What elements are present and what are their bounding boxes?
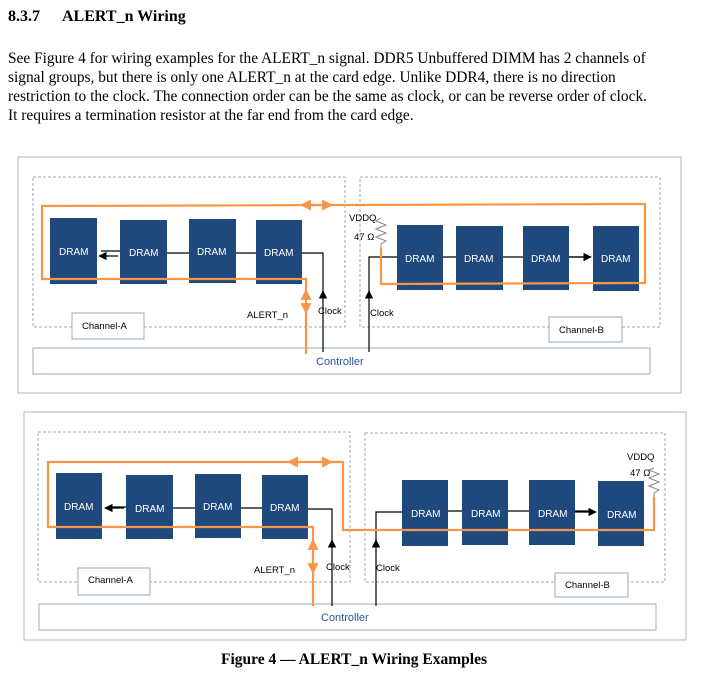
dram-label: DRAM <box>197 247 226 258</box>
channel-b-boundary <box>364 432 666 583</box>
dram-chip <box>529 480 575 545</box>
channel-a-label-box <box>71 312 145 340</box>
clock-wire-a-chain <box>107 506 333 541</box>
channel-b-label: Channel-B <box>565 580 610 591</box>
alert-wire <box>40 202 647 354</box>
clock-label-a: Clock <box>318 306 342 317</box>
controller-label: Controller <box>316 356 364 368</box>
body-paragraph: See Figure 4 for wiring examples for the… <box>8 49 703 125</box>
diagram-2: Channel-A Channel-B Controller DRAM DRAM… <box>23 411 687 641</box>
vddq-label: VDDQ <box>349 213 376 224</box>
section-heading: 8.3.7 ALERT_n Wiring <box>8 8 186 26</box>
dram-chip <box>462 480 508 545</box>
resistor-icon <box>647 467 661 497</box>
dram-label: DRAM <box>464 254 493 265</box>
dram-chip <box>593 226 639 291</box>
clock-wire-a-chain <box>101 250 324 292</box>
channel-b-label: Channel-B <box>559 325 604 336</box>
clock-wire-b-chain <box>368 256 584 292</box>
dram-chip <box>50 218 97 284</box>
dram-label: DRAM <box>59 247 88 258</box>
dram-label: DRAM <box>405 254 434 265</box>
resistor-label: 47 Ω <box>354 232 374 243</box>
paragraph-line: See Figure 4 for wiring examples for the… <box>8 50 646 67</box>
dram-label: DRAM <box>64 502 93 513</box>
channel-b-boundary <box>359 176 661 328</box>
section-number: 8.3.7 <box>8 8 40 25</box>
diagram-1: Channel-A Channel-B Controller DRAM DRAM… <box>17 156 682 394</box>
dram-label: DRAM <box>203 502 232 513</box>
dram-label: DRAM <box>264 248 293 259</box>
channel-a-label: Channel-A <box>82 321 128 332</box>
controller-label: Controller <box>321 612 369 624</box>
dram-chip <box>120 220 167 284</box>
channel-a-label-box <box>77 567 151 596</box>
channel-a-label: Channel-A <box>88 575 134 586</box>
dram-label: DRAM <box>531 254 560 265</box>
paragraph-line: signal groups, but there is only one ALE… <box>8 69 616 86</box>
dram-chip <box>402 480 448 546</box>
dram-label: DRAM <box>471 509 500 520</box>
vddq-label: VDDQ <box>627 452 654 463</box>
clock-label-b: Clock <box>376 563 400 574</box>
dram-chip <box>189 219 236 283</box>
dram-label: DRAM <box>270 503 299 514</box>
alert-label: ALERT_n <box>247 310 288 321</box>
dram-chip <box>456 226 503 290</box>
dram-chip <box>256 220 302 284</box>
dram-chip <box>126 475 173 539</box>
controller-box <box>32 347 651 375</box>
dram-chip <box>523 226 569 290</box>
clock-wire-b-chain <box>375 510 590 541</box>
clock-label-b: Clock <box>370 308 394 319</box>
dram-chip <box>262 475 308 539</box>
resistor-label: 47 Ω <box>630 468 650 479</box>
controller-box <box>38 603 657 631</box>
dram-label: DRAM <box>607 510 636 521</box>
alert-label: ALERT_n <box>254 565 295 576</box>
channel-a-boundary <box>37 431 351 583</box>
diagram-frame <box>17 156 682 394</box>
channel-a-boundary <box>32 176 346 328</box>
figure-caption: Figure 4 — ALERT_n Wiring Examples <box>220 651 487 668</box>
dram-label: DRAM <box>411 509 440 520</box>
clock-label-a: Clock <box>326 562 350 573</box>
channel-b-label-box <box>548 316 623 343</box>
dram-label: DRAM <box>129 248 158 259</box>
dram-label: DRAM <box>601 254 630 265</box>
section-title: ALERT_n Wiring <box>62 8 186 25</box>
paragraph-line: It requires a termination resistor at th… <box>8 107 414 124</box>
dram-label: DRAM <box>538 509 567 520</box>
dram-chip <box>397 225 443 290</box>
diagram-frame <box>23 411 687 641</box>
channel-b-label-box <box>554 572 629 598</box>
dram-label: DRAM <box>135 504 164 515</box>
paragraph-line: restriction to the clock. The connection… <box>8 88 648 105</box>
resistor-icon <box>374 217 388 248</box>
alert-wire <box>46 460 656 606</box>
dram-chip <box>598 481 644 546</box>
